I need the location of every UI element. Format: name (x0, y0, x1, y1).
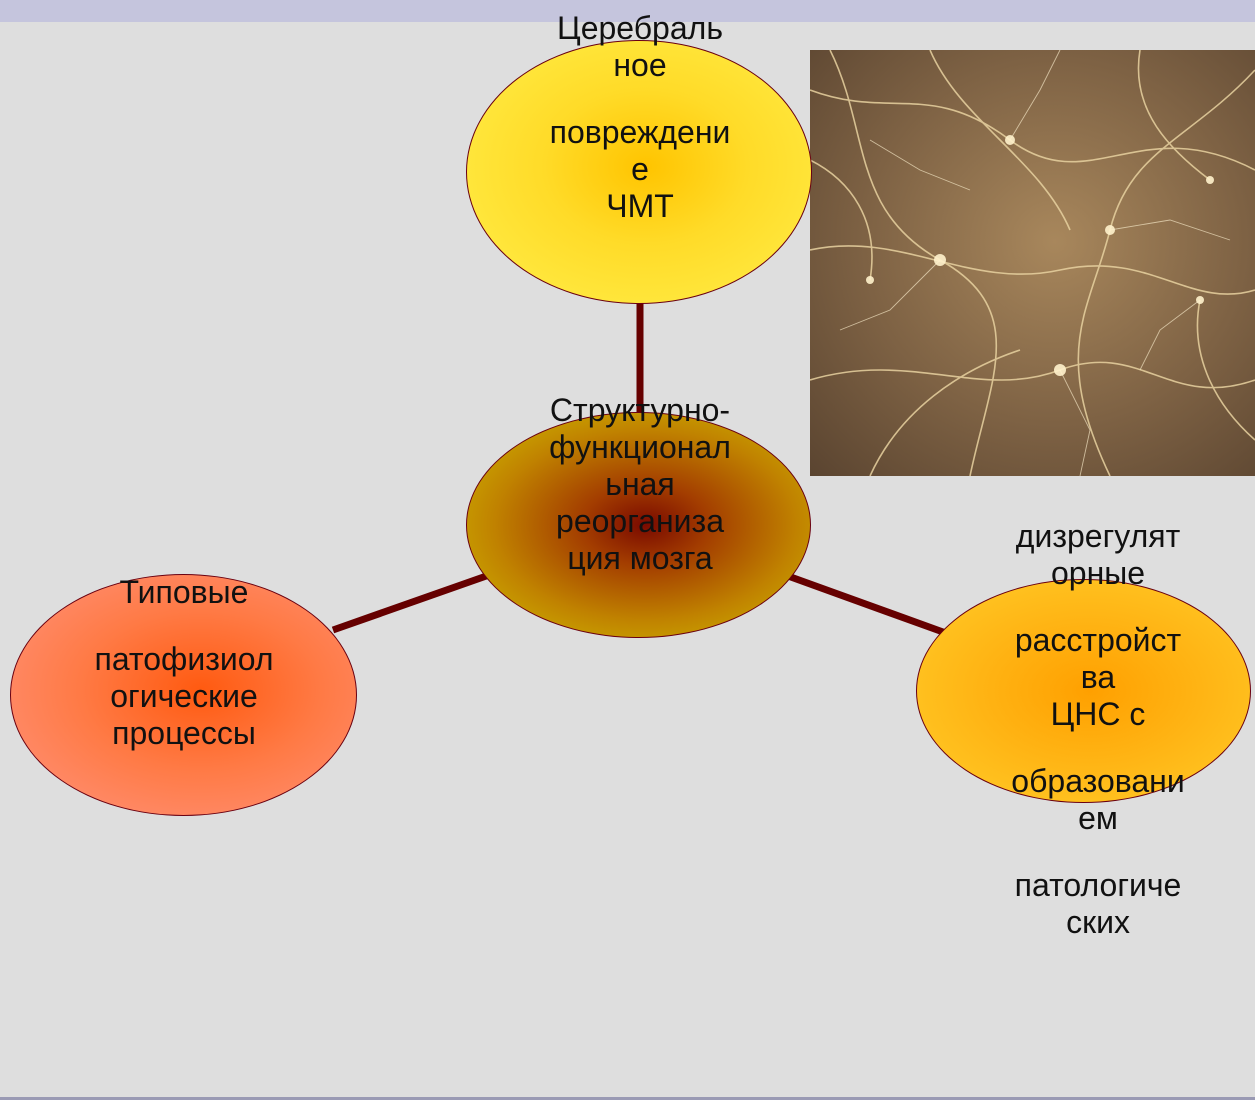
node-right-label: дизрегулят орные расстройст ва ЦНС с обр… (968, 518, 1228, 941)
node-left-label: Типовые патофизиол огические процессы (64, 574, 304, 752)
connector-left (333, 574, 492, 630)
node-top-label: Церебраль ное повреждени е ЧМТ (529, 10, 751, 225)
node-center-label: Структурно- функционал ьная реорганиза ц… (509, 392, 771, 577)
connector-right (788, 576, 943, 632)
neurons-photo (810, 50, 1255, 476)
